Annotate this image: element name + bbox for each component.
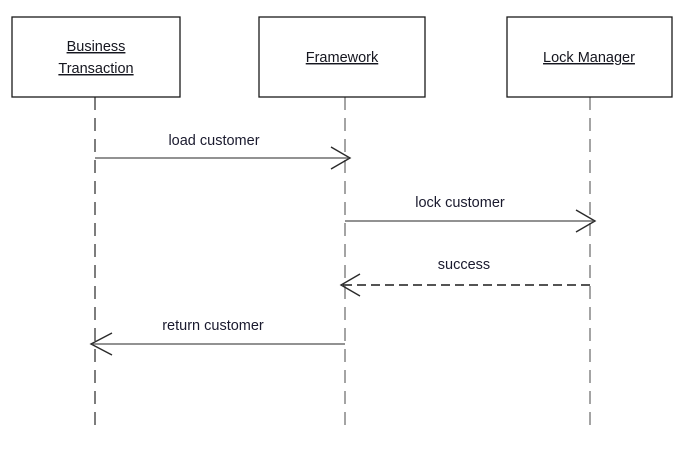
participant-label-business-transaction-line1: Business: [67, 39, 126, 55]
message-success[interactable]: success: [339, 257, 590, 297]
participant-box-framework[interactable]: [258, 16, 426, 98]
participant-box-business-transaction[interactable]: [11, 16, 181, 98]
message-return-customer[interactable]: return customer: [89, 318, 345, 356]
message-lock-customer[interactable]: lock customer: [345, 195, 597, 233]
message-load-customer[interactable]: load customer: [95, 133, 352, 170]
message-label-success: success: [438, 257, 490, 273]
lifelines-group: [94, 97, 591, 433]
message-arrowhead-lock-customer: [575, 209, 597, 233]
participant-lock-manager[interactable]: Lock Manager: [506, 16, 673, 98]
participant-label-framework: Framework: [306, 50, 379, 66]
participant-business-transaction[interactable]: Business Transaction: [11, 16, 181, 98]
message-label-return-customer: return customer: [162, 318, 264, 334]
message-label-lock-customer: lock customer: [415, 195, 505, 211]
participant-label-business-transaction-line2: Transaction: [58, 61, 133, 77]
participant-framework[interactable]: Framework: [258, 16, 426, 98]
participant-label-lock-manager: Lock Manager: [543, 50, 635, 66]
message-arrowhead-load-customer: [330, 146, 352, 170]
message-arrowhead-success: [339, 273, 361, 297]
participant-box-lock-manager[interactable]: [506, 16, 673, 98]
message-label-load-customer: load customer: [168, 133, 259, 149]
message-arrowhead-return-customer: [89, 332, 113, 356]
